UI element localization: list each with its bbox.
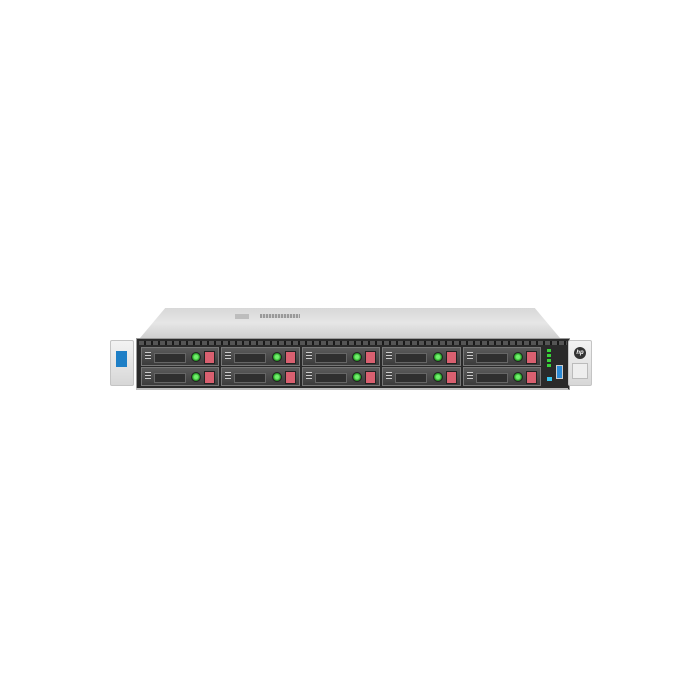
drive-activity-led-icon bbox=[191, 372, 202, 382]
drive-release-button bbox=[445, 351, 457, 364]
uid-led-icon bbox=[547, 377, 552, 381]
intel-badge-icon bbox=[116, 351, 127, 367]
drive-bay bbox=[301, 367, 381, 386]
drive-handle bbox=[475, 353, 508, 363]
drive-release-button bbox=[365, 371, 377, 384]
drive-handle bbox=[154, 353, 186, 363]
model-tag bbox=[572, 363, 588, 379]
drive-release-button bbox=[445, 371, 457, 384]
front-control-panel bbox=[545, 347, 565, 386]
rack-server: hp bbox=[110, 308, 592, 390]
drive-activity-led-icon bbox=[513, 352, 523, 362]
status-led-icon bbox=[547, 364, 551, 367]
bay-label bbox=[225, 372, 232, 381]
bay-label bbox=[386, 372, 393, 381]
cover-text-plate bbox=[260, 314, 300, 318]
hp-logo-icon: hp bbox=[574, 347, 586, 359]
drive-bay bbox=[221, 347, 300, 366]
drive-release-button bbox=[284, 371, 296, 384]
bay-label bbox=[466, 372, 473, 381]
bay-label bbox=[145, 352, 151, 361]
drive-release-button bbox=[204, 351, 216, 364]
bottom-rail bbox=[136, 388, 568, 390]
drive-handle bbox=[154, 373, 186, 383]
drive-activity-led-icon bbox=[432, 352, 443, 362]
server-front-bezel bbox=[136, 338, 570, 390]
drive-handle bbox=[314, 373, 347, 383]
drive-bay-grid bbox=[141, 347, 541, 386]
drive-activity-led-icon bbox=[191, 352, 202, 362]
drive-activity-led-icon bbox=[513, 372, 523, 382]
status-led-icon bbox=[547, 354, 551, 357]
drive-bay bbox=[462, 367, 541, 386]
usb-port-icon bbox=[556, 365, 563, 379]
drive-activity-led-icon bbox=[432, 372, 443, 382]
bay-label bbox=[305, 352, 312, 361]
drive-handle bbox=[475, 373, 508, 383]
drive-handle bbox=[314, 353, 347, 363]
drive-release-button bbox=[284, 351, 296, 364]
drive-bay bbox=[382, 347, 461, 366]
drive-handle bbox=[234, 373, 267, 383]
bay-label bbox=[466, 352, 473, 361]
drive-release-button bbox=[204, 371, 216, 384]
right-rack-ear: hp bbox=[568, 340, 592, 386]
drive-bay bbox=[462, 347, 541, 366]
drive-bay bbox=[141, 347, 220, 366]
bay-label bbox=[305, 372, 312, 381]
drive-release-button bbox=[526, 351, 537, 364]
drive-bay bbox=[301, 347, 381, 366]
drive-release-button bbox=[526, 371, 537, 384]
drive-handle bbox=[395, 353, 428, 363]
drive-handle bbox=[234, 353, 267, 363]
bay-label bbox=[386, 352, 393, 361]
drive-activity-led-icon bbox=[271, 372, 282, 382]
status-led-icon bbox=[547, 359, 551, 362]
drive-release-button bbox=[365, 351, 377, 364]
drive-activity-led-icon bbox=[271, 352, 282, 362]
cover-label bbox=[235, 314, 249, 319]
status-led-icon bbox=[547, 349, 551, 352]
server-top-cover bbox=[140, 308, 560, 338]
drive-activity-led-icon bbox=[352, 372, 363, 382]
drive-activity-led-icon bbox=[352, 352, 363, 362]
drive-bay bbox=[382, 367, 461, 386]
vent-strip bbox=[139, 341, 567, 345]
drive-bay bbox=[141, 367, 220, 386]
left-rack-ear bbox=[110, 340, 134, 386]
bay-label bbox=[225, 352, 232, 361]
bay-label bbox=[145, 372, 151, 381]
drive-bay bbox=[221, 367, 300, 386]
drive-handle bbox=[395, 373, 428, 383]
